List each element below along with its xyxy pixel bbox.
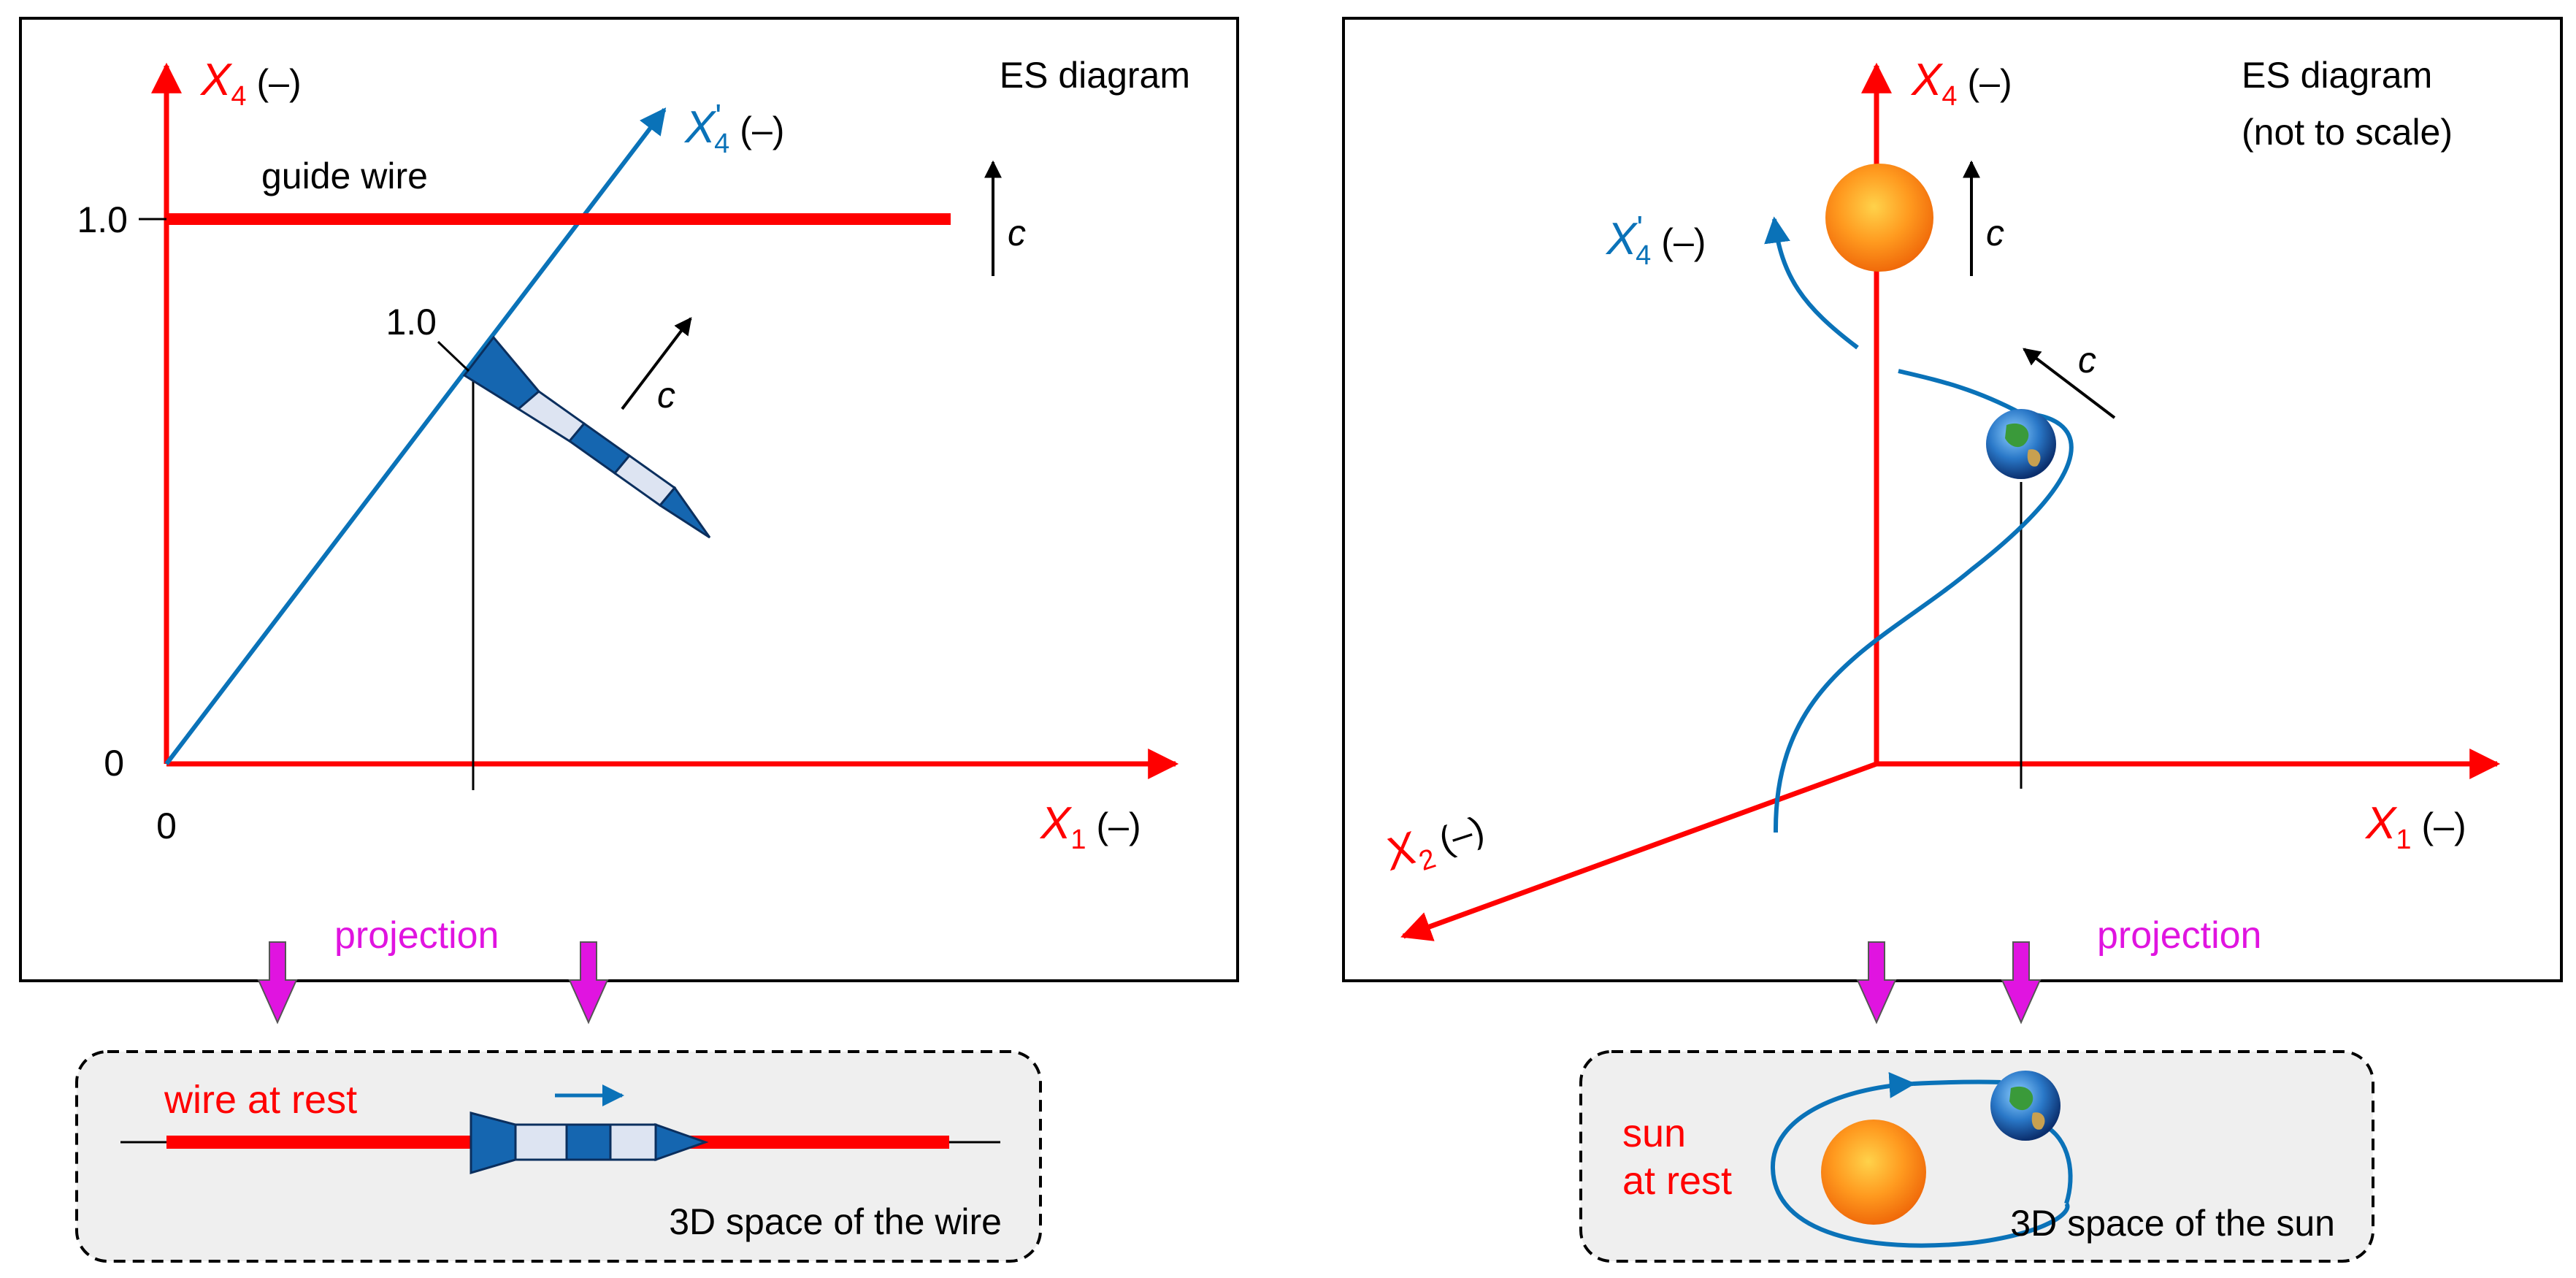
left-panel: ES diagram X4(–) X'4(–) X1(–) 1.0 0 0 gu… [19,17,1239,1263]
left-c-label-vertical: c [1008,213,1026,253]
left-x1-label: X1(–) [1039,798,1141,855]
rocket-icon [469,1111,709,1175]
sun-at-rest-label-2: at rest [1622,1159,1732,1203]
left-x4prime-label: X'4(–) [683,97,784,159]
right-x1-label: X1(–) [2364,798,2466,855]
earth-worldline-upper [1764,216,1859,350]
earth-orbit-top [1912,1079,2001,1086]
right-frame [1342,17,2563,982]
rocket-tick-label: 1.0 [386,302,437,343]
left-tick-0-y-label: 0 [104,743,124,784]
left-x4-label: X4(–) [199,55,302,112]
right-title-line1: ES diagram [2242,55,2432,96]
right-c-arrow-diagonal [2023,348,2116,419]
right-c-label-diagonal: c [2078,340,2096,380]
projection-arrow-icon [1856,941,1897,1025]
right-x4-label: X4(–) [1910,55,2012,112]
sun-space-label: 3D space of the sun [2010,1203,2335,1244]
wire-at-rest-label: wire at rest [164,1078,357,1122]
right-c-label-vertical: c [1986,213,2004,253]
sun-icon [1821,1120,1926,1225]
rocket-icon [462,335,711,539]
right-projection-label: projection [2097,914,2261,957]
guide-wire-label: guide wire [261,156,428,196]
right-x2-axis [1400,761,1878,941]
earth-orbit [1770,1071,2070,1248]
projection-arrow-icon [568,941,609,1025]
right-panel: ES diagram (not to scale) X4(–) X'4(–) X… [1342,17,2563,1263]
sun-icon [1825,164,1933,272]
left-c-label-diagonal: c [657,375,675,416]
left-projection-label: projection [334,914,499,957]
earth-icon [1986,409,2056,479]
right-x4prime-label: X'4(–) [1605,209,1706,271]
wire-space-label: 3D space of the wire [669,1201,1002,1242]
rocket-tick-leader [437,340,470,372]
left-title: ES diagram [1000,55,1190,96]
sun-at-rest-label-1: sun [1622,1111,1686,1155]
projection-arrow-icon [2001,941,2042,1025]
left-tick-0-x-label: 0 [156,806,177,846]
sun-space-box [1579,1050,2374,1263]
left-frame [19,17,1239,982]
projection-arrow-icon [257,941,298,1025]
right-title-line2: (not to scale) [2242,112,2453,153]
left-c-arrow-diagonal [621,317,692,410]
earth-icon [1990,1071,2061,1141]
earth-orbit-right [2042,1122,2073,1204]
left-tick-1-label: 1.0 [77,199,128,240]
earth-worldline [1773,369,2074,833]
